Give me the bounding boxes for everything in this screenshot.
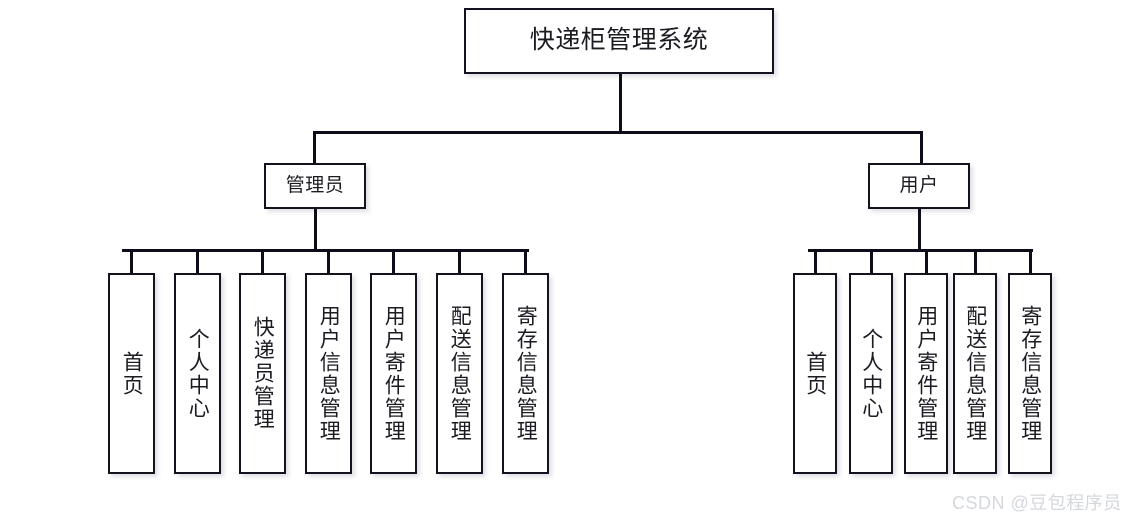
leaf-node-admin-0[interactable]: 首页 [108,273,155,474]
leaf-node-label: 个人中心 [859,327,884,420]
leaf-node-label: 快递员管理 [251,316,276,431]
connector-admin-leaf-drop-1 [196,249,199,273]
leaf-node-label: 用户信息管理 [317,304,342,443]
leaf-node-user-0[interactable]: 首页 [793,273,837,474]
branch-node-label: 用户 [899,174,939,196]
connector-user-leaf-drop-3 [974,249,977,273]
connector-admin-leaf-drop-0 [130,249,133,273]
leaf-node-label: 配送信息管理 [448,304,473,443]
connector-admin-bus [122,249,529,252]
connector-admin-leaf-drop-2 [261,249,264,273]
connector-admin-leaf-drop-3 [327,249,330,273]
root-node-system-title[interactable]: 快递柜管理系统 [464,8,774,74]
connector-top-bus-drop-right [920,131,923,163]
branch-node-admin[interactable]: 管理员 [264,163,366,209]
leaf-node-admin-5[interactable]: 配送信息管理 [436,273,483,474]
connector-top-bus [313,131,923,134]
connector-admin-stem [314,209,317,252]
branch-node-label: 管理员 [285,174,345,196]
connector-user-leaf-drop-2 [925,249,928,273]
leaf-node-user-1[interactable]: 个人中心 [849,273,893,474]
leaf-node-user-4[interactable]: 寄存信息管理 [1008,273,1052,474]
connector-top-bus-drop-left [313,131,316,163]
connector-root-stem [619,74,622,134]
connector-admin-leaf-drop-5 [458,249,461,273]
watermark-credit: CSDN @豆包程序员 [952,493,1122,513]
connector-user-stem [918,209,921,252]
root-node-label: 快递柜管理系统 [529,27,709,55]
connector-user-leaf-drop-4 [1029,249,1032,273]
leaf-node-admin-3[interactable]: 用户信息管理 [305,273,352,474]
connector-user-leaf-drop-1 [870,249,873,273]
leaf-node-admin-1[interactable]: 个人中心 [174,273,221,474]
leaf-node-user-2[interactable]: 用户寄件管理 [904,273,948,474]
leaf-node-admin-2[interactable]: 快递员管理 [239,273,286,474]
branch-node-user[interactable]: 用户 [868,163,970,209]
leaf-node-label: 个人中心 [186,327,211,420]
connector-user-leaf-drop-0 [814,249,817,273]
leaf-node-label: 用户寄件管理 [914,304,939,443]
connector-user-bus [808,249,1033,252]
leaf-node-label: 配送信息管理 [963,304,988,443]
leaf-node-admin-4[interactable]: 用户寄件管理 [370,273,417,474]
leaf-node-admin-6[interactable]: 寄存信息管理 [502,273,549,474]
connector-admin-leaf-drop-6 [524,249,527,273]
leaf-node-label: 寄存信息管理 [514,304,539,443]
leaf-node-label: 寄存信息管理 [1018,304,1043,443]
leaf-node-label: 首页 [120,350,145,397]
leaf-node-label: 首页 [803,350,828,397]
connector-admin-leaf-drop-4 [392,249,395,273]
leaf-node-user-3[interactable]: 配送信息管理 [953,273,997,474]
leaf-node-label: 用户寄件管理 [382,304,407,443]
